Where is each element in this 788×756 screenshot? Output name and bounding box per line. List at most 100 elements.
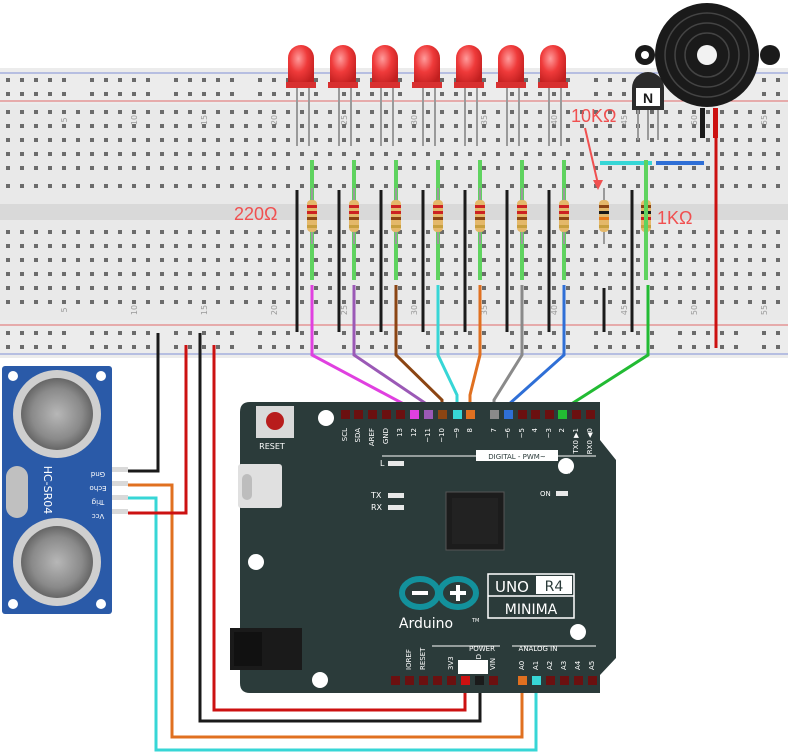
wire-cyan-trig xyxy=(128,496,538,752)
breadboard-hole xyxy=(566,184,570,188)
breadboard-hole xyxy=(90,300,94,304)
rail-hole xyxy=(720,331,724,335)
rail-hole xyxy=(552,345,556,349)
breadboard-hole xyxy=(314,124,318,128)
rail-hole xyxy=(300,345,304,349)
breadboard-hole xyxy=(706,286,710,290)
breadboard-hole xyxy=(496,272,500,276)
resistor-band-gold xyxy=(349,225,359,228)
rail-hole xyxy=(258,92,262,96)
breadboard-hole xyxy=(496,110,500,114)
breadboard-hole xyxy=(552,152,556,156)
rail-hole xyxy=(314,92,318,96)
breadboard-hole xyxy=(566,258,570,262)
breadboard-hole xyxy=(370,286,374,290)
breadboard-hole xyxy=(286,230,290,234)
breadboard-hole xyxy=(776,152,780,156)
led-tx-label: TX xyxy=(370,491,382,500)
sensor-pin xyxy=(112,481,128,486)
breadboard-hole xyxy=(398,124,402,128)
breadboard-hole xyxy=(580,258,584,262)
breadboard-hole xyxy=(776,230,780,234)
breadboard-hole xyxy=(20,272,24,276)
breadboard-hole xyxy=(342,110,346,114)
breadboard-hole xyxy=(20,184,24,188)
breadboard-hole xyxy=(328,184,332,188)
breadboard-hole xyxy=(258,258,262,262)
breadboard-hole xyxy=(174,286,178,290)
breadboard-hole xyxy=(706,244,710,248)
rail-hole xyxy=(720,345,724,349)
breadboard-hole xyxy=(468,152,472,156)
resistor-band-gold xyxy=(391,225,401,228)
rail-hole xyxy=(286,345,290,349)
digital-pin-label: 12 xyxy=(410,428,418,437)
breadboard-hole xyxy=(580,124,584,128)
breadboard-hole xyxy=(566,230,570,234)
column-number: 40 xyxy=(550,115,559,125)
digital-pin-label: TX0 ▶1 xyxy=(572,428,580,455)
breadboard-hole xyxy=(6,110,10,114)
breadboard-hole xyxy=(776,110,780,114)
breadboard-hole xyxy=(636,244,640,248)
reset-button[interactable] xyxy=(256,406,294,438)
rail-hole xyxy=(566,78,570,82)
breadboard-hole xyxy=(650,152,654,156)
rail-hole xyxy=(20,331,24,335)
arduino-pcb xyxy=(240,402,616,693)
breadboard-hole xyxy=(440,244,444,248)
breadboard-hole xyxy=(216,124,220,128)
power-pin-label: IOREF xyxy=(405,649,413,670)
breadboard-hole xyxy=(734,230,738,234)
breadboard-hole xyxy=(62,272,66,276)
breadboard-hole xyxy=(692,286,696,290)
column-number: 25 xyxy=(340,115,349,125)
sensor-mount-hole-tl xyxy=(8,371,18,381)
breadboard-hole xyxy=(370,244,374,248)
led-unit xyxy=(496,45,527,332)
breadboard-hole xyxy=(622,124,626,128)
reset-button-cap[interactable] xyxy=(266,412,284,430)
digital-header-pin xyxy=(368,410,377,419)
rail-hole xyxy=(370,345,374,349)
rail-hole xyxy=(426,92,430,96)
wire-black-gnd-sensor xyxy=(128,333,160,473)
rail-hole xyxy=(622,92,626,96)
rail-hole xyxy=(174,331,178,335)
column-number: 40 xyxy=(550,305,559,315)
breadboard-hole xyxy=(90,244,94,248)
rail-hole xyxy=(356,331,360,335)
rail-hole xyxy=(300,331,304,335)
breadboard-hole xyxy=(510,184,514,188)
rail-hole xyxy=(90,331,94,335)
breadboard-hole xyxy=(62,184,66,188)
breadboard-hole xyxy=(594,272,598,276)
breadboard-hole xyxy=(384,258,388,262)
breadboard-hole xyxy=(608,272,612,276)
breadboard-hole xyxy=(6,230,10,234)
rail-hole xyxy=(20,345,24,349)
rail-hole xyxy=(482,92,486,96)
breadboard-hole xyxy=(636,286,640,290)
breadboard-hole xyxy=(188,300,192,304)
breadboard-hole xyxy=(146,166,150,170)
breadboard-hole xyxy=(468,110,472,114)
pointer-arrow-10k xyxy=(584,127,603,190)
breadboard-hole xyxy=(202,184,206,188)
breadboard-hole xyxy=(286,166,290,170)
breadboard-hole xyxy=(692,272,696,276)
board-mount-hole-1 xyxy=(248,554,264,570)
breadboard-hole xyxy=(76,110,80,114)
breadboard-hole xyxy=(160,166,164,170)
breadboard-hole xyxy=(440,184,444,188)
breadboard-hole xyxy=(762,258,766,262)
breadboard-hole xyxy=(48,152,52,156)
resistor-band xyxy=(307,217,317,220)
breadboard-hole xyxy=(678,110,682,114)
breadboard-hole xyxy=(776,300,780,304)
breadboard-hole xyxy=(524,300,528,304)
breadboard-hole xyxy=(370,152,374,156)
buzzer-center xyxy=(697,45,717,65)
breadboard-hole xyxy=(356,124,360,128)
sensor-pin-label-vcc: Vcc xyxy=(92,512,105,520)
